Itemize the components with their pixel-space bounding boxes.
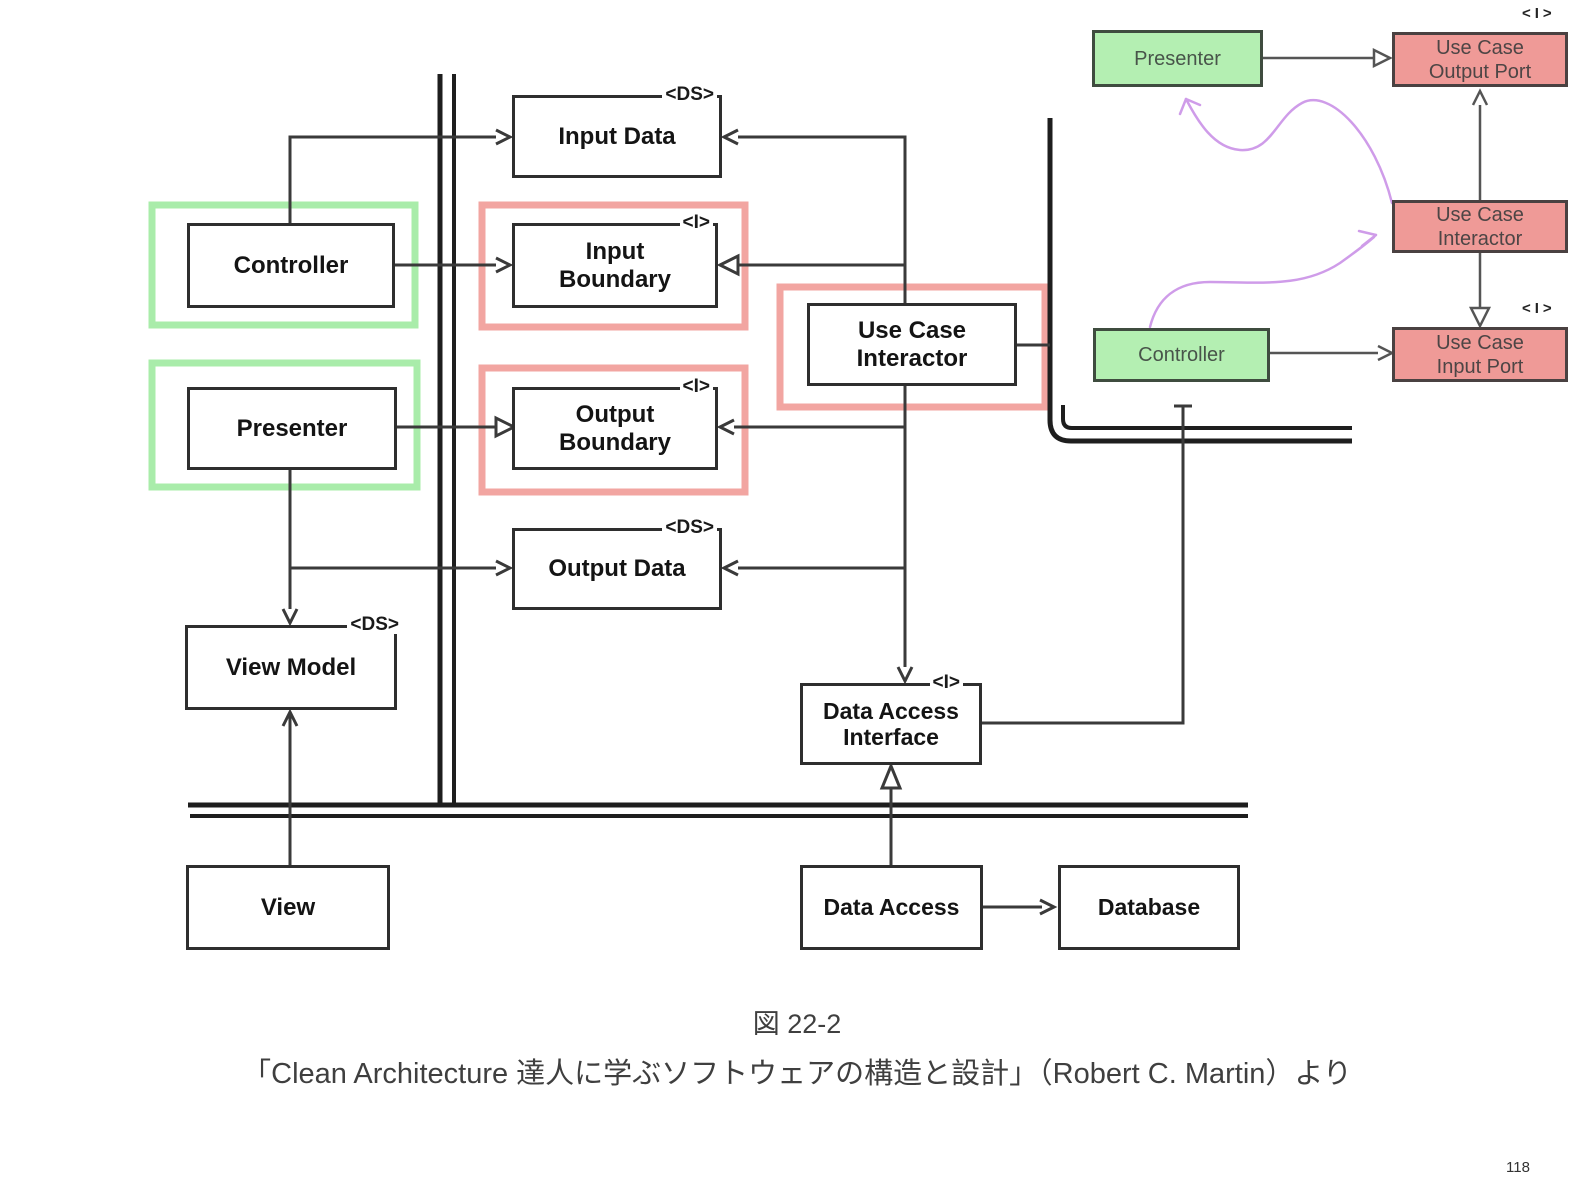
inset-presenter-box: Presenter (1092, 30, 1263, 87)
input-data-label: Input Data (558, 122, 676, 150)
controller-to-input-data-line (288, 135, 496, 223)
controller-to-interactor-curve (1148, 235, 1376, 329)
view-label: View (260, 893, 316, 921)
input-data-stereotype: <DS> (662, 85, 717, 104)
arrow-up-into-view-model (281, 708, 299, 727)
input-data-box: Input Data <DS> (512, 85, 722, 178)
view-model-label: View Model (225, 653, 357, 681)
input-boundary-stereotype: <I> (679, 213, 713, 232)
arrow-into-output-data-left (495, 559, 514, 577)
controller-box: Controller (187, 223, 395, 308)
interface-right-loop (982, 407, 1185, 725)
open-triangle-output-boundary (494, 415, 518, 439)
inset-arrow-into-input-port (1377, 344, 1395, 362)
boundary-lines (188, 74, 1352, 818)
inset-arrow-up-output-port (1471, 88, 1489, 106)
arrow-into-database (1039, 898, 1058, 916)
database-box: Database (1058, 865, 1240, 950)
database-label: Database (1097, 894, 1201, 921)
view-box: View (186, 865, 390, 950)
inset-presenter-label: Presenter (1134, 47, 1221, 70)
inset-output-port-label: Use Case Output Port (1428, 36, 1532, 83)
data-access-box: Data Access (800, 865, 983, 950)
interactor-to-presenter-curve (1184, 97, 1394, 205)
open-triangle-data-access-interface (879, 762, 903, 790)
page-number: 118 (1506, 1159, 1530, 1176)
inset-controller-label: Controller (1138, 344, 1225, 366)
output-boundary-label: Output Boundary (558, 401, 671, 456)
inset-use-case-input-port-box: Use Case Input Port (1392, 327, 1568, 382)
output-data-stereotype: <DS> (662, 518, 717, 537)
data-access-interface-stereotype: <I> (929, 673, 963, 692)
arrow-into-input-data-left (495, 128, 514, 146)
inset-output-port-stereotype: <I> (1522, 5, 1556, 22)
output-boundary-stereotype: <I> (679, 377, 713, 396)
figure-number: 図 22-2 (752, 1009, 842, 1039)
highlight-frames (148, 201, 1049, 496)
arrow-into-input-data-right (720, 128, 739, 146)
output-boundary-box: Output Boundary <I> (512, 377, 718, 470)
main-connectors (281, 128, 1192, 916)
arrow-into-input-boundary-left (495, 256, 514, 274)
controller-label: Controller (233, 251, 349, 279)
inset-open-triangle-output-port (1372, 47, 1393, 69)
inset-connectors (1263, 47, 1492, 362)
inset-use-case-interactor-box: Use Case Interactor (1392, 200, 1568, 253)
arrow-into-output-boundary-right (716, 418, 735, 436)
output-data-label: Output Data (548, 555, 686, 583)
open-triangle-input-boundary (716, 253, 740, 277)
controller-to-interactor-curve-head (1357, 229, 1378, 248)
arrow-into-output-data-right (720, 559, 739, 577)
interactor-to-presenter-curve-head (1178, 97, 1202, 116)
figure-caption: 図 22-2 「Clean Architecture 達人に学ぶソフトウェアの構… (0, 1002, 1594, 1092)
inset-controller-box: Controller (1093, 328, 1270, 382)
data-access-label: Data Access (823, 894, 960, 921)
view-model-stereotype: <DS> (347, 615, 402, 634)
pink-annotation-arrows (1148, 97, 1394, 329)
inset-boundary-outer (1047, 118, 1352, 444)
data-access-interface-label: Data Access Interface (823, 697, 959, 750)
output-boundary-highlight (478, 364, 749, 496)
inset-boundary-inner (1061, 405, 1352, 430)
use-case-interactor-label: Use Case Interactor (856, 317, 968, 372)
view-model-box: View Model <DS> (185, 615, 402, 710)
inset-open-triangle-input-port (1468, 306, 1492, 329)
interactor-highlight (776, 283, 1049, 411)
data-access-interface-box: Data Access Interface <I> (800, 673, 982, 765)
presenter-label: Presenter (236, 414, 348, 442)
inset-interactor-label: Use Case Interactor (1436, 203, 1524, 250)
interactor-spine (738, 135, 907, 667)
presenter-box: Presenter (187, 387, 397, 470)
use-case-interactor-box: Use Case Interactor (807, 303, 1017, 386)
inset-input-port-stereotype: <I> (1522, 300, 1556, 317)
figure-source: 「Clean Architecture 達人に学ぶソフトウェアの構造と設計」（R… (242, 1058, 1352, 1090)
presenter-highlight (148, 359, 421, 491)
arrow-into-view-model-top (281, 608, 299, 627)
arrow-into-data-access-interface (896, 666, 914, 685)
input-boundary-label: Input Boundary (558, 238, 671, 293)
output-data-box: Output Data <DS> (512, 518, 722, 610)
inset-use-case-output-port-box: Use Case Output Port (1392, 32, 1568, 87)
input-boundary-box: Input Boundary <I> (512, 213, 718, 308)
inset-input-port-label: Use Case Input Port (1436, 331, 1524, 378)
